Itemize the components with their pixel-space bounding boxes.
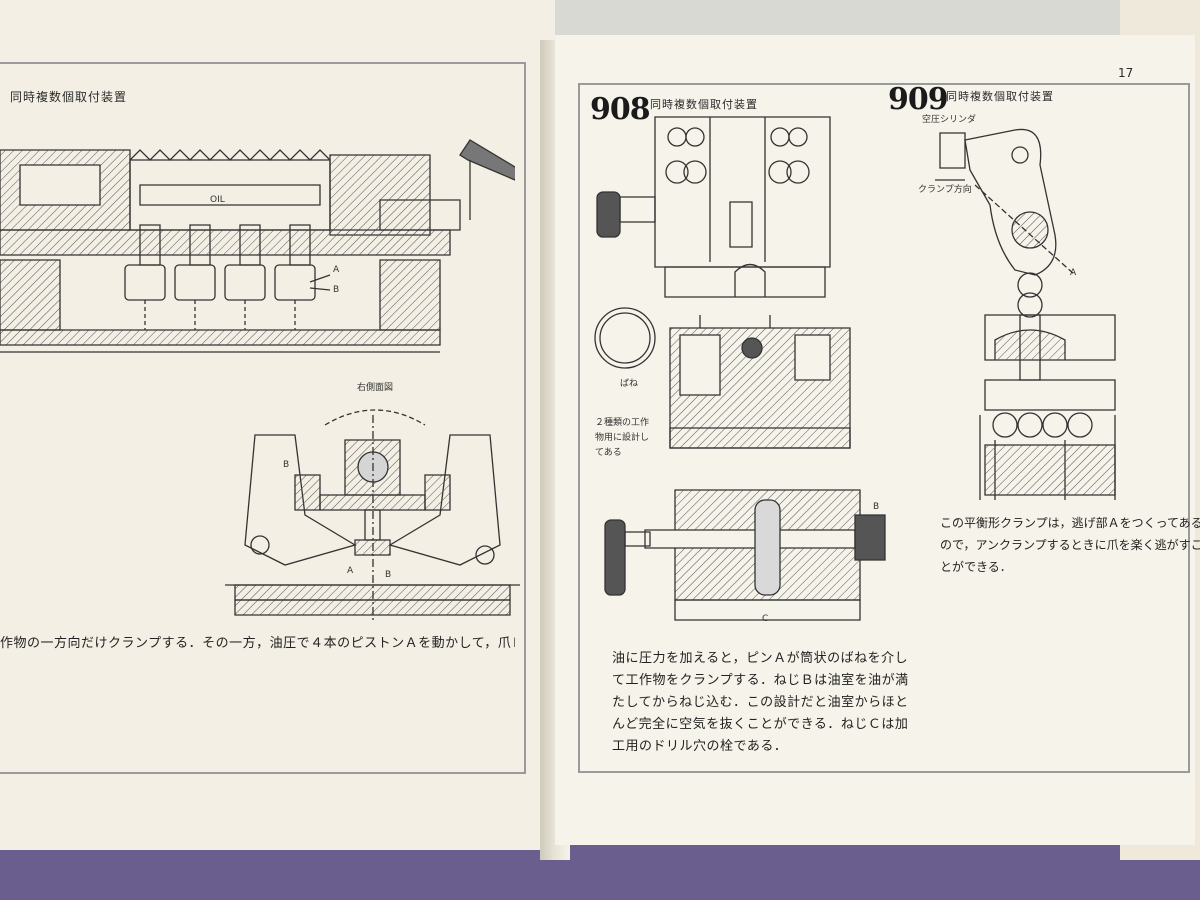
right-page-frame — [578, 83, 1190, 773]
page-number: 17 — [1118, 66, 1134, 80]
fig-909-caption-1: この平衡形クランプは，逃げ部Ａをつくってある — [940, 516, 1200, 530]
side-view-drawing: B A B — [225, 395, 520, 620]
label-b-side-left: B — [283, 460, 289, 470]
fig-908-bottom-drawing — [600, 480, 910, 625]
fig-909-drawing — [935, 125, 1120, 505]
fig-909-title: 同時複数個取付装置 — [946, 90, 1054, 103]
oil-label: OIL — [210, 195, 225, 205]
label-a-left: A — [333, 265, 340, 275]
fig-908-top-drawing — [595, 112, 840, 302]
fig-908-caption-5: 工用のドリル穴の栓である． — [612, 739, 788, 754]
fig-908-label-b: B — [873, 502, 880, 512]
fig-908-middle-drawing — [590, 300, 860, 460]
fig-908-caption-2: て工作物をクランプする．ねじＢは油室を油が満 — [612, 673, 909, 688]
cylinder-label: 空圧シリンダ — [922, 115, 977, 125]
fig-908-note-3: てある — [595, 448, 622, 458]
left-page — [0, 0, 555, 850]
fig-909-caption-2: ので，アンクランプするときに爪を楽く逃がすこ — [940, 538, 1200, 552]
left-header: 同時複数個取付装置 — [10, 90, 128, 104]
book-cover-bottom — [0, 840, 1200, 900]
label-b-left: B — [333, 285, 339, 295]
left-page-frame — [0, 62, 526, 774]
fig-908-number: 908 — [590, 92, 651, 127]
fig-909-number: 909 — [888, 82, 949, 117]
fig-908-label-c: C — [762, 614, 769, 624]
spring-label: ばね — [620, 379, 639, 389]
fig-908-note-1: ２種類の工作 — [595, 418, 650, 428]
label-a-side: A — [347, 566, 354, 576]
right-page — [555, 35, 1195, 845]
fig-909-caption-3: とができる． — [940, 560, 1012, 574]
view-label: 右側面図 — [357, 383, 394, 393]
left-main-drawing: OIL A B — [0, 130, 515, 360]
direction-label: クランプ方向 — [918, 185, 972, 195]
fig-908-caption-3: たしてからねじ込む．この設計だと油室からほと — [612, 695, 909, 710]
left-caption: 作物の一方向だけクランプする．その一方，油圧で４本のピストンＡを動かして，爪Ｂ — [0, 636, 515, 651]
fig-908-title: 同時複数個取付装置 — [650, 98, 758, 111]
fig-908-caption-1: 油に圧力を加えると，ピンＡが筒状のばねを介し — [612, 651, 909, 666]
fig-908-caption-4: んど完全に空気を抜くことができる．ねじＣは加 — [612, 717, 909, 732]
label-b-side-right: B — [385, 570, 391, 580]
fig-909-label-a: A — [1070, 268, 1077, 278]
fig-908-note-2: 物用に設計し — [595, 433, 650, 443]
